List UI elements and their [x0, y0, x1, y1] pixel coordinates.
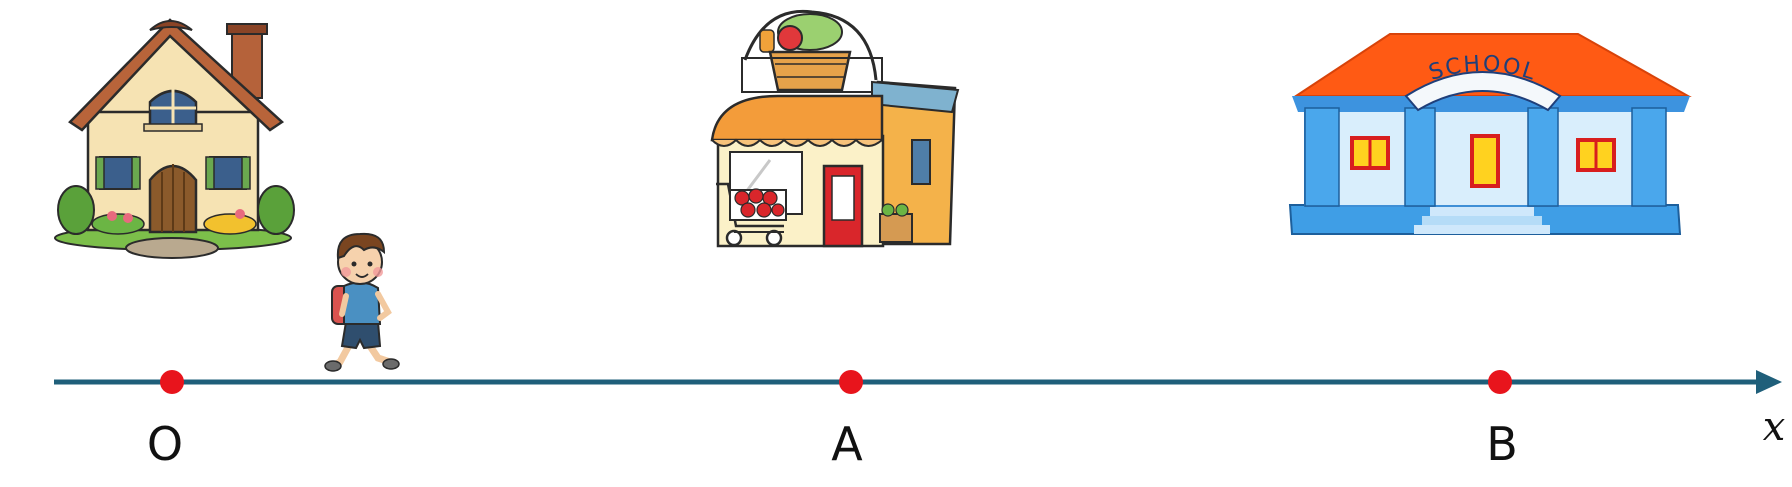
number-line-axis: x [54, 370, 1785, 450]
house-icon [54, 18, 295, 259]
point-O-dot [160, 370, 184, 394]
point-A: A [831, 370, 863, 471]
shopping-cart-icon [716, 182, 787, 247]
point-A-label: A [831, 417, 863, 471]
axis-variable-label: x [1763, 404, 1786, 450]
grocery-store-icon [710, 9, 960, 248]
point-O: O [147, 370, 184, 471]
point-O-label: O [147, 417, 183, 471]
point-A-dot [839, 370, 863, 394]
point-B-label: B [1486, 417, 1518, 471]
axis-arrowhead [1756, 370, 1782, 394]
point-B-dot [1488, 370, 1512, 394]
school-icon: SCHOOL [1288, 33, 1692, 235]
point-B: B [1486, 370, 1518, 471]
boy-walking-icon [324, 232, 400, 372]
